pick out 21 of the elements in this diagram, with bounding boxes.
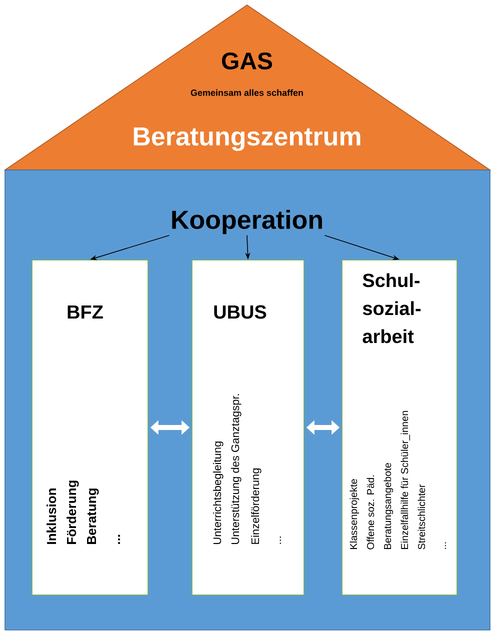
list-item: Beratungsangebote — [384, 462, 394, 549]
list-item: Unterstützung des Ganztagspr. — [231, 394, 242, 544]
list-item: Einzelfallhilfe für Schüler_innen — [400, 410, 410, 549]
column-heading: UBUS — [214, 305, 266, 319]
column-heading: BFZ — [68, 305, 103, 319]
list-item: Unterrichtsbegleitung — [213, 442, 224, 544]
column-box — [342, 260, 458, 596]
list-item: ... — [280, 536, 281, 544]
column-heading: Schul- sozial- arbeit — [362, 273, 421, 344]
list-item: Streitschlichter — [418, 484, 426, 550]
list-item: Klassenprojekte — [350, 479, 360, 549]
list-item: Einzelförderung — [251, 468, 262, 544]
heading: Kooperation — [172, 210, 322, 234]
list-item: Beratung — [87, 488, 99, 544]
list-item: ... — [444, 542, 446, 549]
list-item: Inklusion — [46, 488, 56, 544]
list-item: ... — [118, 534, 120, 544]
list-item: Förderung — [66, 480, 79, 544]
column-box — [192, 260, 304, 596]
column-box — [32, 260, 148, 596]
list-item: Offene soz. Päd. — [366, 476, 374, 550]
